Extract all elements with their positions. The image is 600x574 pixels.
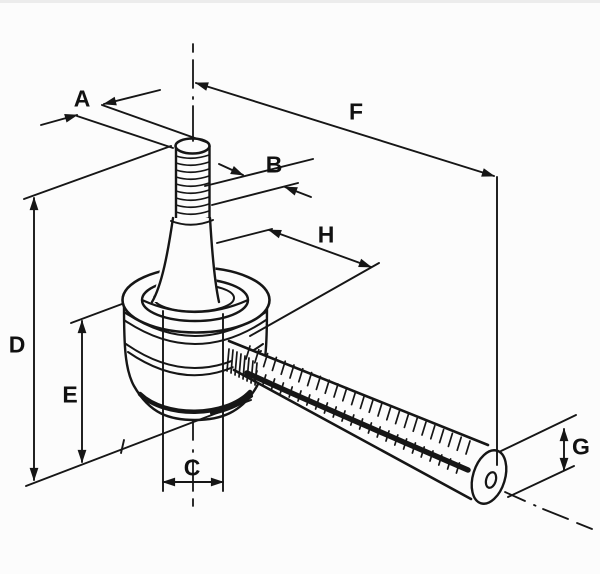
rod-end-hole [484, 471, 498, 489]
dim-label-d: D [8, 331, 26, 358]
dim-f [194, 82, 498, 466]
housing-bottom-arc [137, 389, 253, 414]
stud-threads [175, 154, 210, 222]
dim-b-arrow-right [283, 186, 312, 198]
rod-lower-edge [232, 368, 473, 501]
dim-a [40, 89, 207, 149]
dim-label-b: B [265, 151, 283, 178]
dim-h-line [267, 229, 373, 268]
dim-f-line [194, 82, 496, 177]
dim-a-arrow-right [102, 89, 161, 106]
dim-c [161, 310, 225, 492]
dim-h [216, 228, 380, 337]
dimension-lines [23, 82, 577, 498]
threaded-rod [210, 339, 508, 505]
dim-label-h: H [317, 221, 335, 248]
rod-axis-centerline [504, 491, 593, 530]
dim-label-a: A [73, 85, 91, 112]
rod-thread-ticks [226, 345, 471, 474]
dim-b [204, 158, 314, 206]
dim-e [70, 303, 123, 464]
dim-g [500, 414, 577, 498]
dim-a-extension-left [76, 115, 174, 149]
rod-upper-edge [227, 339, 490, 447]
dim-baseline [25, 399, 252, 487]
dim-h-extension-left [216, 228, 273, 244]
rod-thread-shadow [244, 370, 471, 473]
dim-h-extension-right [249, 262, 380, 337]
scan-artifact-top [0, 0, 600, 3]
dim-a-extension-right [101, 104, 207, 143]
dim-d-extension-top [23, 145, 172, 200]
cone-top-flare [170, 219, 214, 226]
dim-label-f: F [348, 98, 364, 125]
rim-front-arc [140, 298, 250, 314]
dim-g-extension-upper [500, 414, 577, 452]
dim-label-e: E [62, 381, 78, 408]
dim-g-extension-lower [507, 465, 575, 498]
baseline-tick [120, 439, 125, 454]
dim-b-extension-upper [204, 158, 314, 187]
dim-a-arrow-left [40, 113, 79, 126]
dim-b-arrow-left [218, 163, 244, 176]
dim-label-c: C [183, 454, 201, 481]
centerlines [192, 43, 593, 530]
dim-d [23, 145, 172, 482]
dim-e-extension-top [70, 303, 123, 324]
ball-stud [174, 137, 211, 223]
stud-taper-cone [140, 216, 250, 314]
dim-b-extension-lower [211, 182, 299, 206]
dim-label-g: G [572, 433, 590, 460]
baseline [25, 399, 252, 487]
